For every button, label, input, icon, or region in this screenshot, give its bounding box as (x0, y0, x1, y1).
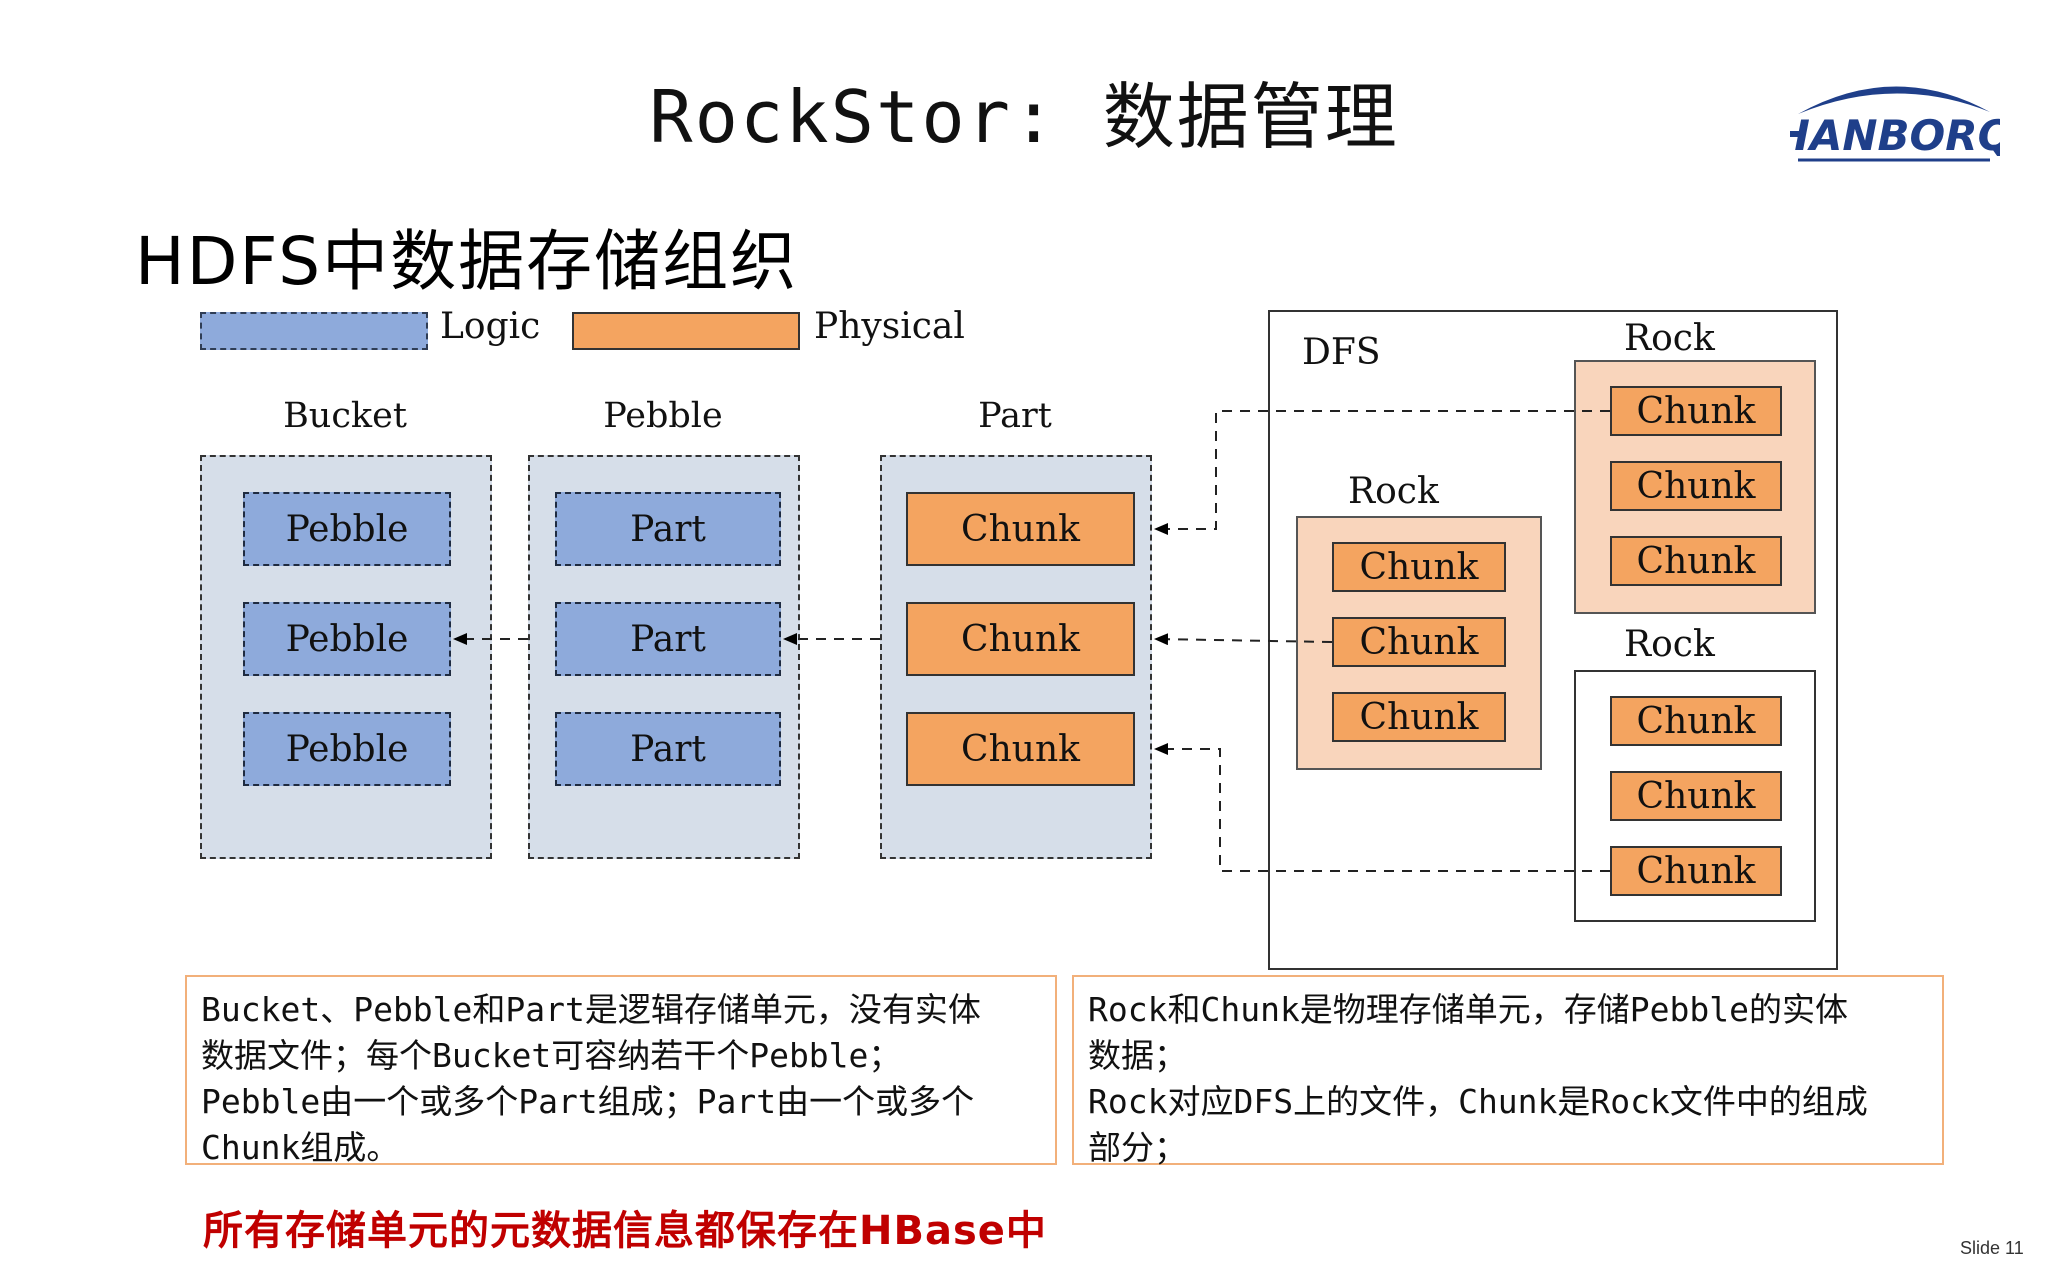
note-line: 数据文件；每个Bucket可容纳若干个Pebble； (201, 1036, 902, 1075)
section-heading: HDFS中数据存储组织 (135, 223, 799, 300)
note-line: 部分； (1088, 1128, 1187, 1167)
rock-label: Rock (1624, 318, 1715, 359)
bucket-column-title: Bucket (283, 396, 407, 436)
note-line: Rock和Chunk是物理存储单元，存储Pebble的实体 (1088, 990, 1849, 1029)
page-title: RockStor: 数据管理 (649, 75, 1399, 159)
note-line: Chunk组成。 (201, 1128, 400, 1167)
metadata-note: 所有存储单元的元数据信息都保存在HBase中 (203, 1208, 1047, 1254)
rock-chunk-box: Chunk (1610, 696, 1782, 746)
note-line: 数据； (1088, 1036, 1187, 1075)
part-chunk-box: Chunk (906, 602, 1135, 676)
arrow-rock-chunk-top (1154, 410, 1610, 535)
rock-chunk-box: Chunk (1610, 536, 1782, 586)
pebble-part-box: Part (555, 492, 781, 566)
note-line: Bucket、Pebble和Part是逻辑存储单元，没有实体 (201, 990, 981, 1029)
rock-chunk-box: Chunk (1332, 542, 1506, 592)
pebble-part-box: Part (555, 602, 781, 676)
part-chunk-box: Chunk (906, 712, 1135, 786)
logo-graphic: HANBORQ (1775, 86, 2013, 162)
arrow-rock-chunk-middle (1154, 633, 1333, 646)
company-logo: HANBORQ (1775, 72, 2013, 182)
slide-number: Slide 11 (1960, 1238, 2024, 1258)
svg-text:HANBORQ: HANBORQ (1790, 111, 2000, 160)
legend-logic-label: Logic (440, 306, 541, 347)
rock-label: Rock (1348, 471, 1439, 512)
rock-chunk-box: Chunk (1610, 461, 1782, 511)
arrow-rock-chunk-bottom (1154, 743, 1610, 872)
bucket-pebble-box: Pebble (243, 602, 451, 676)
rock-label: Rock (1624, 624, 1715, 665)
part-column-title: Part (978, 396, 1052, 436)
dfs-label: DFS (1302, 332, 1381, 373)
legend-physical-swatch (572, 312, 800, 350)
rock-chunk-box: Chunk (1610, 386, 1782, 436)
part-chunk-box: Chunk (906, 492, 1135, 566)
rock-chunk-box: Chunk (1610, 846, 1782, 896)
rock-chunk-box: Chunk (1332, 692, 1506, 742)
pebble-part-box: Part (555, 712, 781, 786)
bucket-pebble-box: Pebble (243, 712, 451, 786)
rock-chunk-box: Chunk (1610, 771, 1782, 821)
logic-units-note: Bucket、Pebble和Part是逻辑存储单元，没有实体 数据文件；每个Bu… (185, 975, 1057, 1167)
physical-units-note: Rock和Chunk是物理存储单元，存储Pebble的实体 数据； Rock对应… (1072, 975, 1944, 1167)
legend-logic-swatch (200, 312, 428, 350)
pebble-column-title: Pebble (603, 396, 723, 436)
rock-chunk-box: Chunk (1332, 617, 1506, 667)
note-line: Rock对应DFS上的文件，Chunk是Rock文件中的组成 (1088, 1082, 1868, 1121)
note-line: Pebble由一个或多个Part组成；Part由一个或多个 (201, 1082, 975, 1121)
bucket-pebble-box: Pebble (243, 492, 451, 566)
legend-physical-label: Physical (814, 306, 965, 347)
